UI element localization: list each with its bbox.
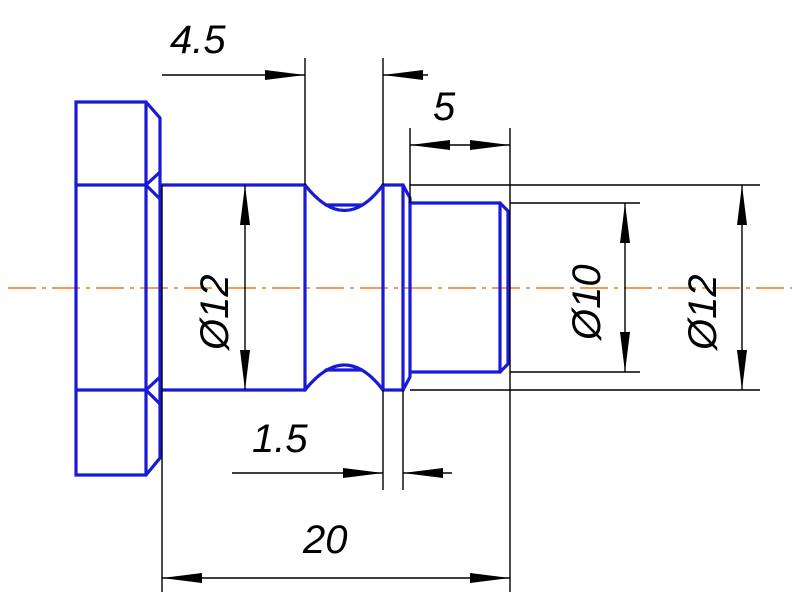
dimension-5-label: 5: [433, 85, 456, 129]
arrowhead: [620, 332, 630, 372]
dimension-1-5: 1.5: [232, 390, 452, 490]
dimension-1-5-label: 1.5: [252, 417, 308, 461]
arrowhead: [470, 573, 510, 583]
diameter-12-right-label: Ø12: [681, 274, 725, 352]
hex-head-arc-upper: [144, 170, 162, 201]
hex-head-arc-lower: [144, 375, 162, 406]
arrowhead: [162, 573, 202, 583]
arrowhead: [265, 70, 305, 80]
arrowhead: [620, 203, 630, 243]
dimension-diameter-10: Ø10: [510, 202, 640, 373]
arrowhead: [240, 350, 250, 390]
collar-chamfer: [401, 183, 412, 392]
diameter-12-left-label: Ø12: [193, 274, 237, 352]
dimension-4-5: 4.5: [162, 18, 428, 185]
arrowhead: [737, 185, 747, 225]
arrowhead: [403, 468, 443, 478]
arrowhead: [470, 140, 510, 150]
arrowhead: [410, 140, 450, 150]
dimension-diameter-12-right: Ø12: [410, 184, 760, 391]
groove-bottom-arc: [303, 363, 385, 392]
dimension-20-label: 20: [302, 518, 348, 562]
arrowhead: [737, 350, 747, 390]
diameter-10-label: Ø10: [565, 264, 609, 342]
groove-top-arc: [303, 183, 385, 212]
dimension-4-5-label: 4.5: [170, 18, 226, 62]
arrowhead: [240, 185, 250, 225]
arrowhead: [383, 70, 423, 80]
pin-end-chamfer: [498, 201, 510, 374]
dimension-20: 20: [161, 185, 511, 592]
part-outline: [74, 100, 510, 477]
dimension-5: 5: [409, 85, 511, 203]
dimension-diameter-12-left: Ø12: [193, 185, 250, 390]
arrowhead: [343, 468, 383, 478]
